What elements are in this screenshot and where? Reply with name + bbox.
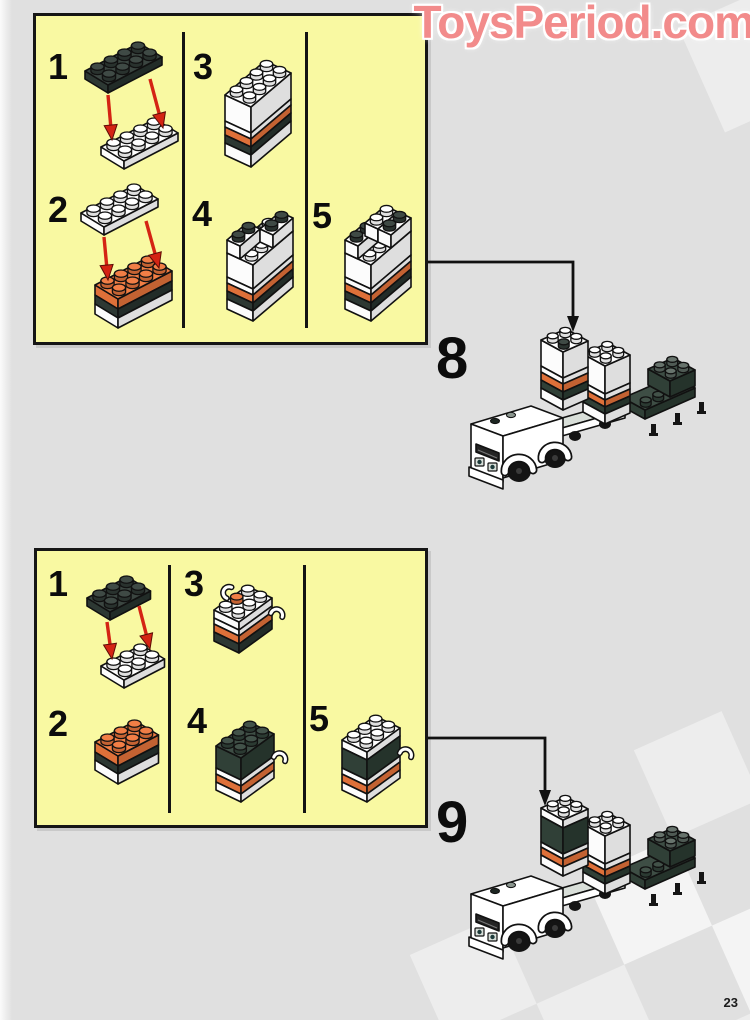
figure-black-2x3-plate-onto-white-plate (86, 575, 166, 689)
figure-black-2x4-plate-onto-white-plate (84, 41, 179, 170)
step-panel-bottom: 1 2 3 4 5 (34, 548, 428, 828)
figure-striped-brick-stack (224, 59, 292, 168)
page-number: 23 (723, 995, 738, 1010)
figure-white-2x4-plate-onto-sandwich (80, 183, 173, 329)
step-number: 3 (184, 563, 205, 604)
figure-white-plate-with-clips-stack (213, 583, 286, 654)
watermark: ToysPeriod.com (413, 0, 750, 48)
column-divider (305, 32, 308, 328)
page-left-edge-highlight (0, 0, 12, 1020)
step-number: 5 (309, 698, 330, 739)
step-number: 5 (312, 195, 333, 236)
step-number: 1 (48, 563, 69, 604)
assembly-step-number-9: 9 (436, 790, 469, 855)
step-number: 3 (193, 46, 214, 87)
step-number: 2 (48, 703, 69, 744)
column-divider (182, 32, 185, 328)
step-number: 2 (48, 189, 69, 230)
figure-striped-stack-two-bricks (226, 210, 294, 322)
step-panel-top: 1 2 3 4 5 (33, 13, 428, 345)
assembly-step-number-8: 8 (436, 326, 469, 391)
figure-white-plate-on-dark-brick-clip (341, 714, 415, 803)
column-divider (168, 565, 171, 813)
step-number: 4 (192, 193, 213, 234)
truck-model-preview-step-8 (468, 326, 706, 490)
column-divider (303, 565, 306, 813)
step-number: 1 (48, 46, 69, 87)
figure-striped-stack-stepped-bricks (344, 204, 412, 322)
figure-dark-brick-with-clip-stack (215, 720, 289, 803)
figure-orange-2x3-sandwich (94, 719, 160, 785)
truck-model-preview-step-9 (468, 794, 706, 960)
step-number: 4 (187, 700, 208, 741)
